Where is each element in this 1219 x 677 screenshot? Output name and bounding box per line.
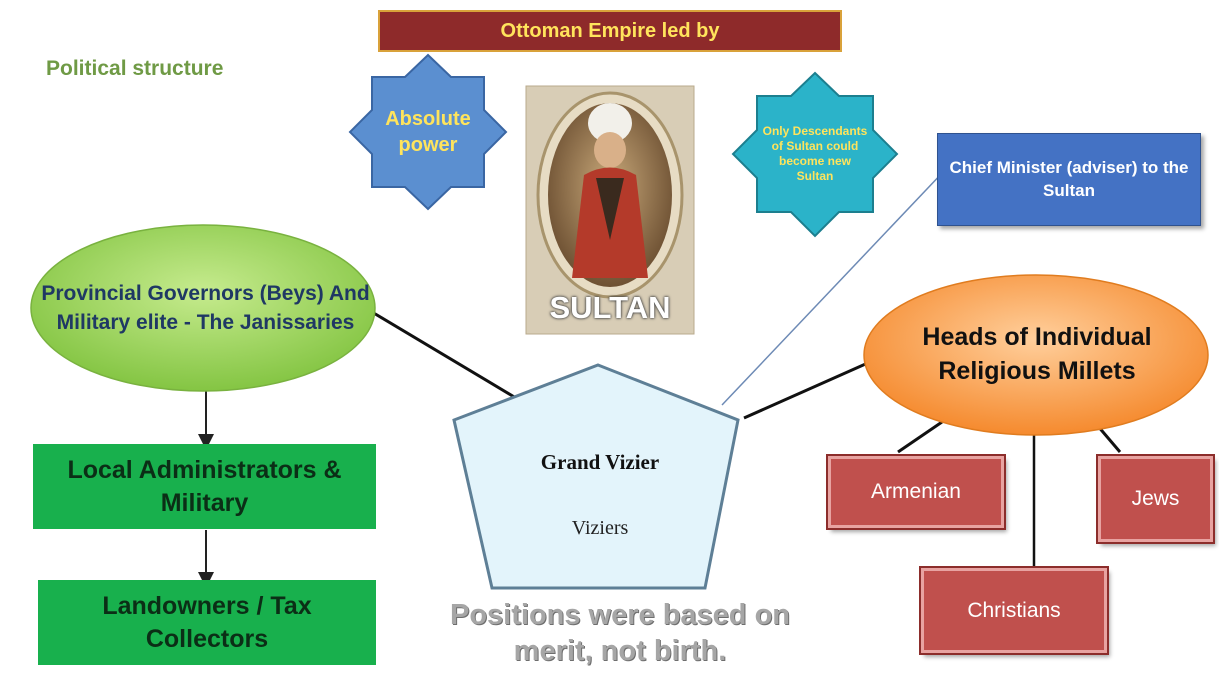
sultan-label: SULTAN — [549, 290, 671, 325]
left-star-label: Absolute power — [385, 108, 471, 156]
governors-label: Provincial Governors (Beys) And Military… — [41, 281, 370, 334]
millets-ellipse — [863, 274, 1209, 436]
right-star-shape — [731, 71, 899, 238]
title-banner-text: Ottoman Empire led by — [500, 19, 720, 42]
subtitle: Political structure — [46, 57, 224, 80]
millet-jews-box: Jews — [1096, 454, 1215, 544]
connector-millets-armenian — [897, 420, 943, 454]
landowners-box: Landowners / Tax Collectors — [38, 580, 376, 665]
local-administrators-text: Local Administrators & Military — [67, 456, 342, 517]
right-star-label: Only Descendants of Sultan could become … — [762, 124, 868, 183]
governors-ellipse — [30, 224, 376, 392]
merit-note: Positions were based on merit, not birth… — [449, 599, 791, 668]
millet-christians-box: Christians — [919, 566, 1109, 655]
grand-vizier-pentagon — [452, 363, 740, 590]
landowners-text: Landowners / Tax Collectors — [102, 592, 312, 653]
chief-minister-box: Chief Minister (adviser) to the Sultan — [937, 133, 1201, 226]
left-star-shape — [348, 53, 508, 211]
millet-jews-label: Jews — [1131, 487, 1180, 510]
sultan-portrait-image — [525, 85, 695, 335]
viziers-label: Viziers — [571, 517, 629, 539]
millet-christians-label: Christians — [967, 598, 1061, 622]
title-banner: Ottoman Empire led by — [378, 10, 842, 52]
millet-armenian-box: Armenian — [826, 454, 1006, 530]
connector-vizier-chief — [721, 169, 946, 406]
connector-governors-vizier — [371, 310, 517, 400]
connector-vizier-millets — [743, 360, 871, 420]
grand-vizier-title: Grand Vizier — [540, 450, 660, 474]
chief-minister-text: Chief Minister (adviser) to the Sultan — [949, 157, 1189, 200]
local-administrators-box: Local Administrators & Military — [33, 444, 376, 529]
millets-heading: Heads of Individual Religious Millets — [922, 323, 1152, 385]
millet-armenian-label: Armenian — [871, 480, 961, 503]
